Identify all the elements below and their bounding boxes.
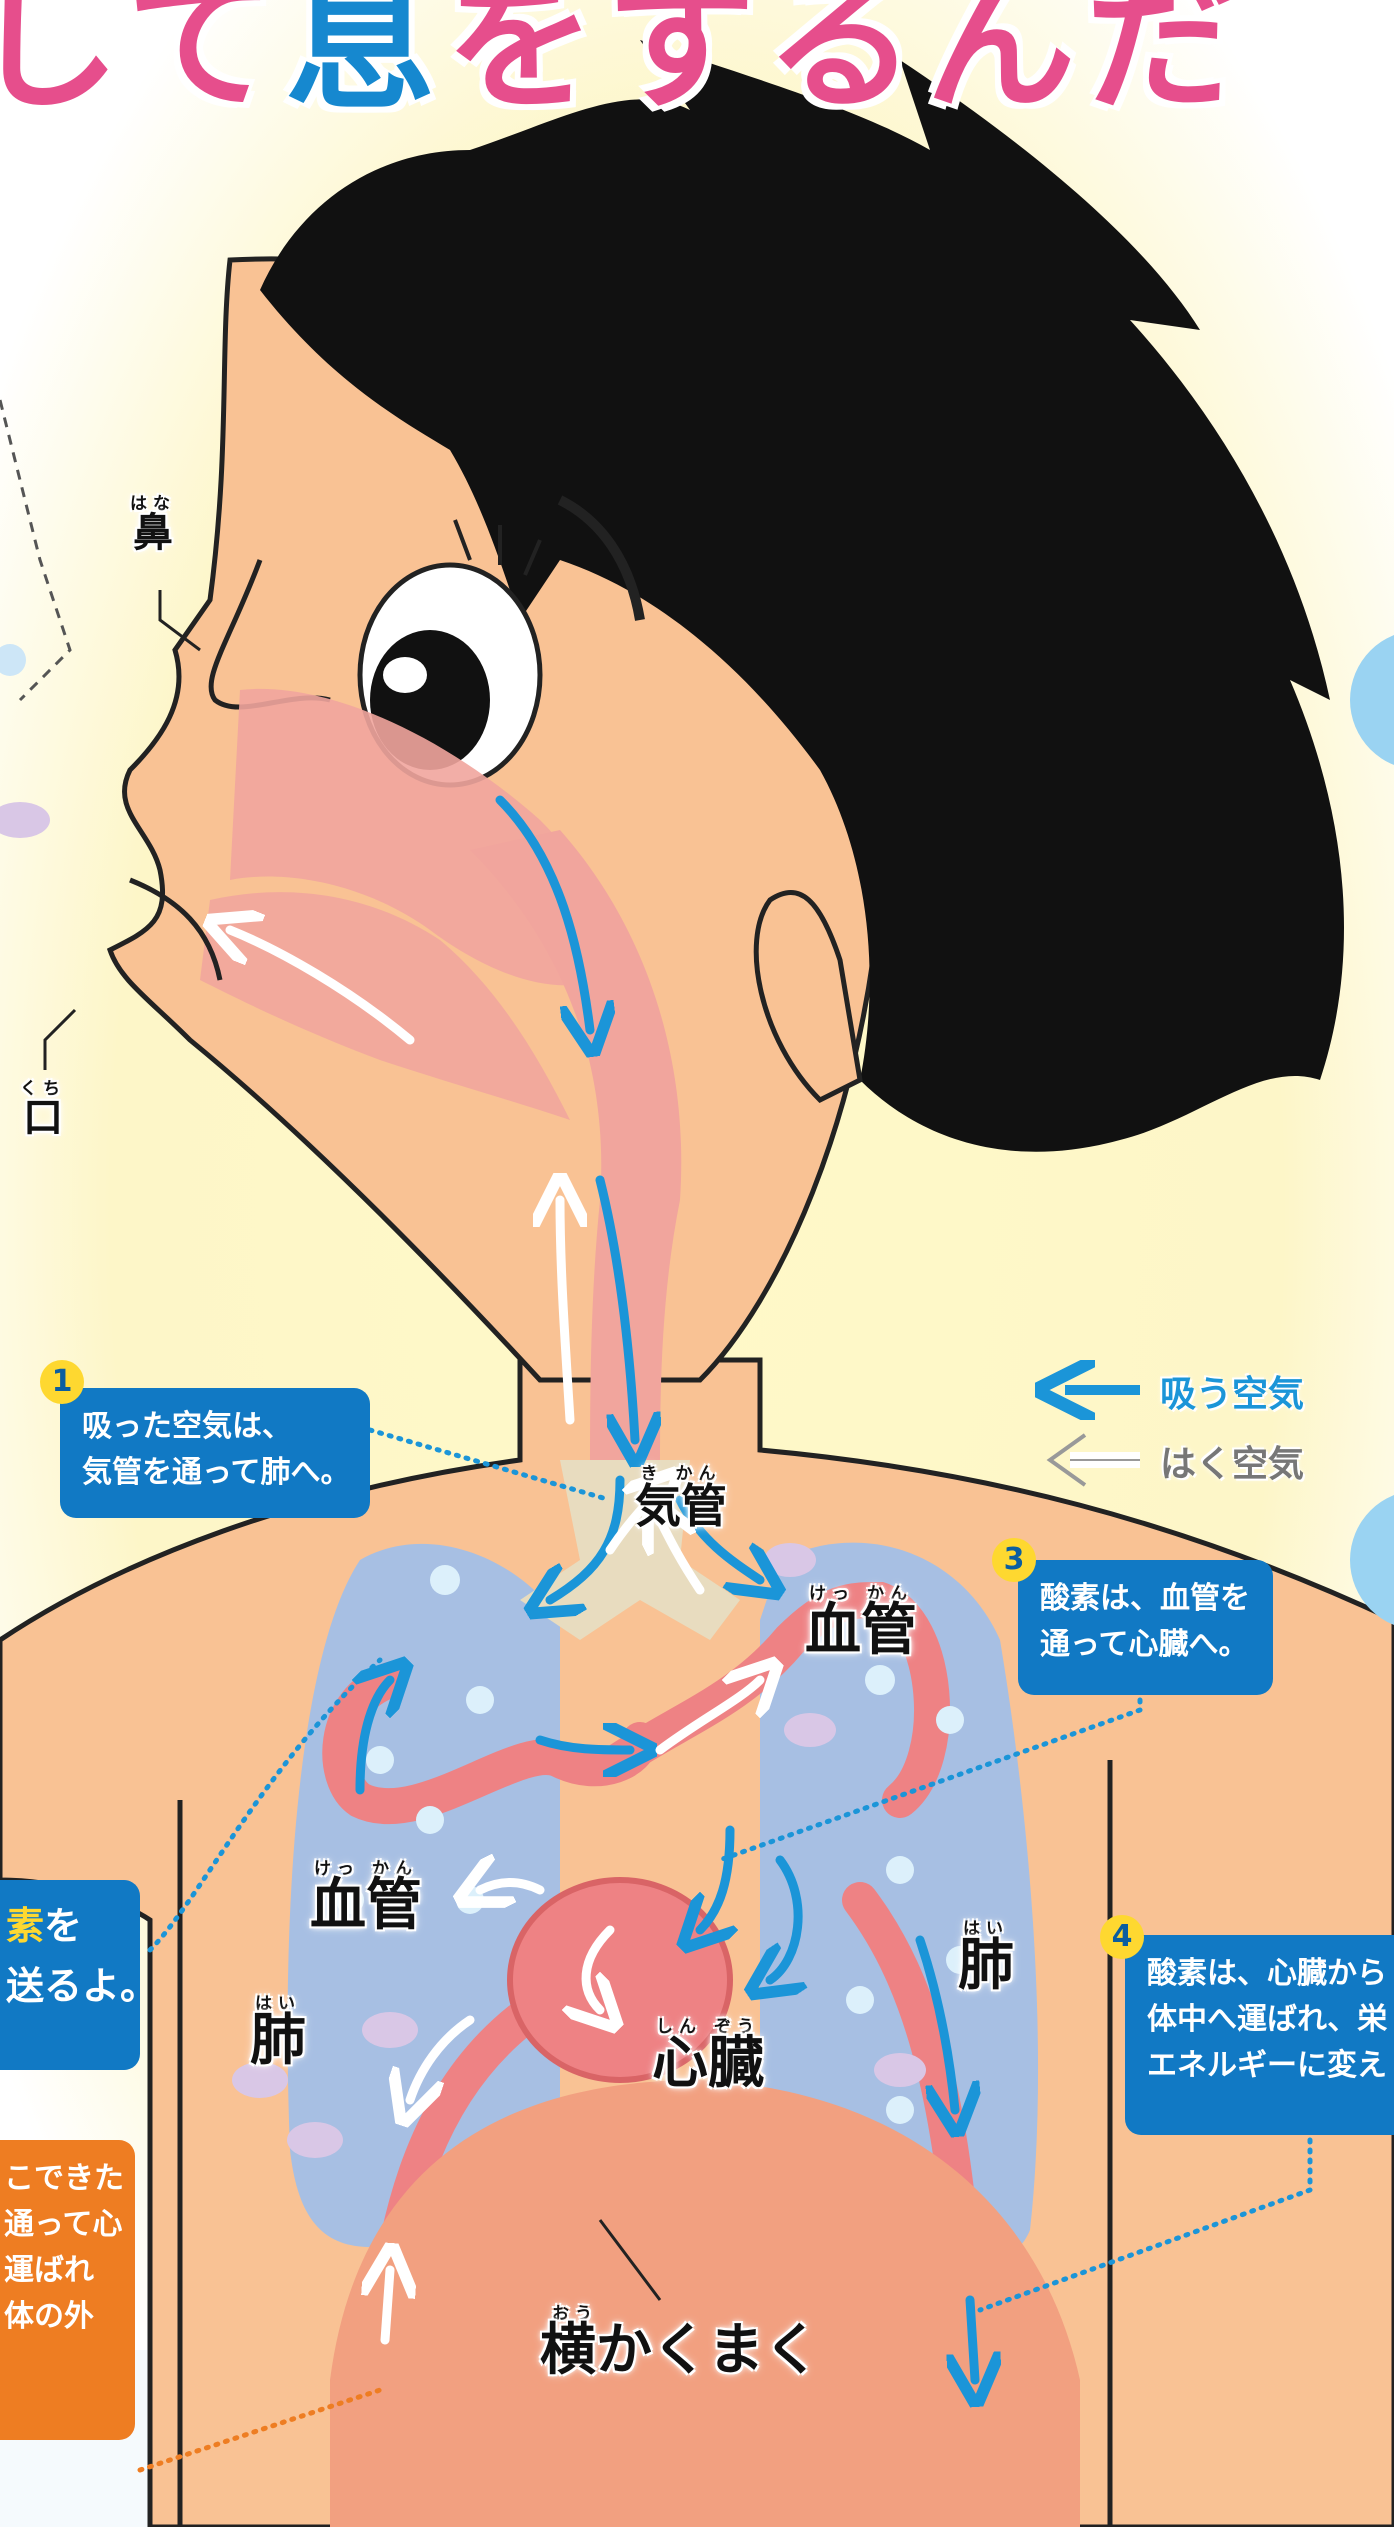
step-badge-3: 3 (992, 1538, 1036, 1582)
label-nose: はな 鼻 (130, 495, 176, 553)
label-blood-vessel-right: けっ かん 血管 (805, 1585, 917, 1659)
legend-exhale: はく空気 (1160, 1435, 1304, 1487)
step-box-3: 酸素は、血管を 通って心臓へ。 (1018, 1560, 1273, 1695)
step-badge-1: 1 (40, 1360, 84, 1404)
legend-inhale: 吸う空気 (1160, 1365, 1304, 1417)
label-blood-vessel-left: けっ かん 血管 (310, 1860, 422, 1934)
step-badge-4: 4 (1100, 1915, 1144, 1959)
label-mouth: くち 口 (20, 1080, 66, 1138)
label-trachea: き かん 気管 (635, 1465, 727, 1529)
step-box-4: 酸素は、心臓から 体中へ運ばれ、栄 エネルギーに変え (1125, 1935, 1394, 2135)
step-box-5-partial: こできた 通って心 運ばれ 体の外 (0, 2140, 135, 2440)
title-part-3: をするんだ (446, 0, 1246, 131)
label-lung-right: はい 肺 (958, 1920, 1014, 1994)
step-box-2-partial: 素を 送るよ。 (0, 1880, 140, 2070)
label-diaphragm: おう 横かくまく (540, 2305, 820, 2379)
label-lung-left: はい 肺 (250, 1995, 306, 2069)
label-heart: しん ぞう 心臓 (652, 2018, 764, 2092)
eye-shine (383, 657, 427, 693)
title-part-1: して (0, 0, 286, 131)
title-part-2: 息 (286, 0, 446, 131)
step-box-1: 吸った空気は、 気管を通って肺へ。 (60, 1388, 370, 1518)
page-title: して息をするんだ (0, 0, 1246, 139)
